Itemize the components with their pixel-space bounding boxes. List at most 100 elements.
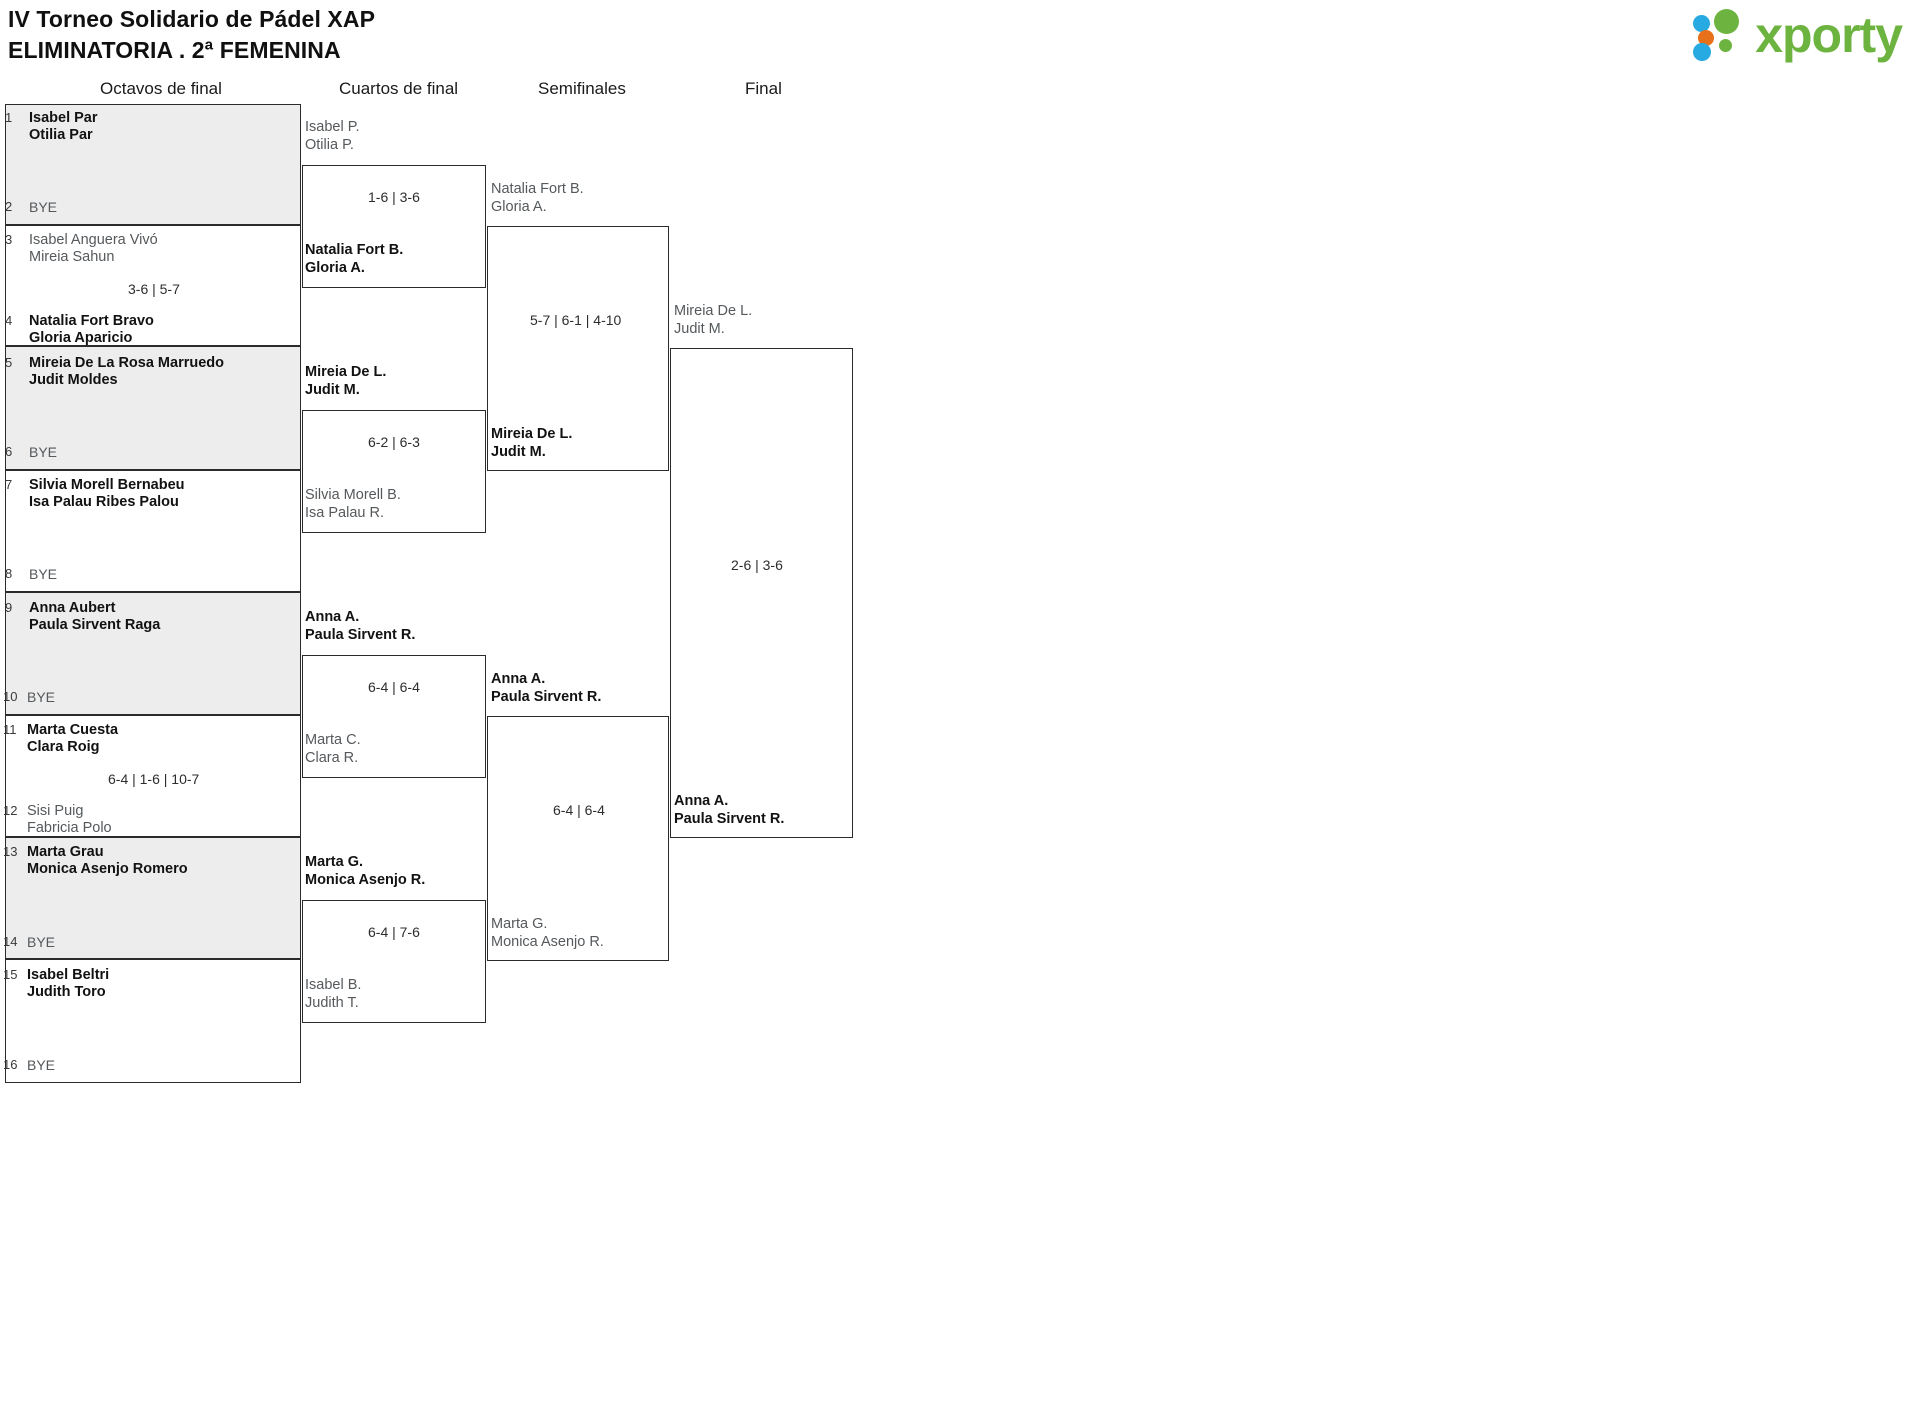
player-name: Isabel Par — [29, 110, 98, 126]
qf1-top-team[interactable]: Isabel P. Otilia P. — [305, 119, 360, 154]
team-names: Natalia Fort Bravo Gloria Aparicio — [29, 313, 154, 347]
player-name: Isabel B. — [305, 977, 362, 993]
player-name: Isabel Beltri — [27, 967, 110, 983]
r1-match-box-1[interactable] — [5, 104, 301, 225]
round-heading-sf: Semifinales — [538, 79, 626, 98]
player-name: Paula Sirvent R. — [674, 810, 785, 827]
team-names: BYE — [27, 934, 55, 951]
r1-entry-1[interactable]: 1 Isabel Par Otilia Par — [5, 110, 98, 144]
r1-entry-9[interactable]: 9 Anna Aubert Paula Sirvent Raga — [5, 600, 160, 634]
r1-entry-8[interactable]: 8 BYE — [5, 566, 57, 583]
player-name: Anna Aubert — [29, 600, 116, 616]
r1-match-box-5[interactable] — [5, 592, 301, 715]
player-name: Judit M. — [674, 320, 725, 337]
qf3-top-team[interactable]: Anna A. Paula Sirvent R. — [305, 609, 415, 644]
final-match-box[interactable] — [670, 348, 853, 838]
team-names: BYE — [29, 199, 57, 216]
qf-match-box-4[interactable] — [302, 900, 486, 1023]
player-name: Marta G. — [491, 916, 548, 932]
sf2-top-team[interactable]: Anna A. Paula Sirvent R. — [491, 671, 601, 706]
seed-number: 16 — [3, 1057, 18, 1072]
team-names: BYE — [27, 689, 55, 706]
r1-match-box-7[interactable] — [5, 837, 301, 959]
r1-entry-7[interactable]: 7 Silvia Morell Bernabeu Isa Palau Ribes… — [5, 477, 185, 511]
bye-label: BYE — [27, 1057, 56, 1073]
qf4-top-team[interactable]: Marta G. Monica Asenjo R. — [305, 854, 425, 889]
player-name: Anna A. — [674, 793, 729, 809]
player-name: Sisi Puig — [27, 803, 84, 819]
seed-number: 12 — [3, 803, 18, 818]
player-name: Judit M. — [491, 443, 546, 460]
player-name: Silvia Morell B. — [305, 487, 401, 503]
r1-match-box-2[interactable] — [5, 225, 301, 346]
player-name: Otilia P. — [305, 136, 354, 153]
qf1-bottom-team[interactable]: Natalia Fort B. Gloria A. — [305, 242, 403, 277]
r1-entry-11[interactable]: 11 Marta Cuesta Clara Roig — [3, 722, 118, 756]
player-name: Clara Roig — [27, 739, 100, 755]
r1-entry-3[interactable]: 3 Isabel Anguera Vivó Mireia Sahun — [5, 232, 158, 266]
player-name: Judit Moldes — [29, 372, 118, 388]
bye-label: BYE — [29, 566, 58, 582]
qf4-score: 6-4 | 7-6 — [368, 924, 420, 940]
r1-entry-16[interactable]: 16 BYE — [3, 1057, 55, 1074]
final-bottom-team champion[interactable]: Anna A. Paula Sirvent R. — [674, 793, 784, 828]
seed-number: 14 — [3, 934, 18, 949]
qf-match-box-1[interactable] — [302, 165, 486, 288]
player-name: Silvia Morell Bernabeu — [29, 477, 185, 493]
r1-match-box-6[interactable] — [5, 715, 301, 837]
qf2-top-team[interactable]: Mireia De L. Judit M. — [305, 364, 386, 399]
sf1-bottom-team[interactable]: Mireia De L. Judit M. — [491, 426, 572, 461]
sf-match-box-1[interactable] — [487, 226, 669, 471]
qf-match-box-3[interactable] — [302, 655, 486, 778]
qf2-bottom-team[interactable]: Silvia Morell B. Isa Palau R. — [305, 487, 401, 522]
r1-match-box-3[interactable] — [5, 346, 301, 470]
player-name: Monica Asenjo R. — [491, 933, 604, 950]
player-name: Mireia Sahun — [29, 249, 115, 265]
r1-entry-10[interactable]: 10 BYE — [3, 689, 55, 706]
seed-number: 2 — [5, 199, 13, 214]
r1-entry-6[interactable]: 6 BYE — [5, 444, 57, 461]
seed-number: 4 — [5, 313, 13, 328]
team-names: Sisi Puig Fabricia Polo — [27, 803, 112, 837]
r1-entry-5[interactable]: 5 Mireia De La Rosa Marruedo Judit Molde… — [5, 355, 224, 389]
qf4-bottom-team[interactable]: Isabel B. Judith T. — [305, 977, 361, 1012]
sf-match-box-2[interactable] — [487, 716, 669, 961]
player-name: Fabricia Polo — [27, 820, 112, 836]
team-names: Isabel Par Otilia Par — [29, 110, 98, 144]
sf1-top-team[interactable]: Natalia Fort B. Gloria A. — [491, 181, 584, 216]
r1-match-box-8[interactable] — [5, 959, 301, 1083]
sf2-bottom-team[interactable]: Marta G. Monica Asenjo R. — [491, 916, 604, 951]
r1-entry-15[interactable]: 15 Isabel Beltri Judith Toro — [3, 967, 109, 1001]
team-names: Marta Cuesta Clara Roig — [27, 722, 118, 756]
player-name: Mireia De L. — [674, 303, 753, 319]
r1-entry-14[interactable]: 14 BYE — [3, 934, 55, 951]
qf3-bottom-team[interactable]: Marta C. Clara R. — [305, 732, 361, 767]
team-names: Mireia De La Rosa Marruedo Judit Moldes — [29, 355, 224, 389]
logo-wordmark: xporty — [1755, 7, 1903, 63]
xporty-logo: xporty — [1693, 6, 1903, 64]
player-name: Natalia Fort Bravo — [29, 313, 154, 329]
player-name: Paula Sirvent R. — [491, 688, 602, 705]
round-heading-r16: Octavos de final — [100, 79, 222, 98]
seed-number: 8 — [5, 566, 13, 581]
player-name: Gloria Aparicio — [29, 330, 133, 346]
team-names: BYE — [29, 566, 57, 583]
r1-entry-12[interactable]: 12 Sisi Puig Fabricia Polo — [3, 803, 112, 837]
r1-entry-4[interactable]: 4 Natalia Fort Bravo Gloria Aparicio — [5, 313, 154, 347]
player-name: Paula Sirvent Raga — [29, 617, 161, 633]
team-names: Isabel Anguera Vivó Mireia Sahun — [29, 232, 158, 266]
qf-match-box-2[interactable] — [302, 410, 486, 533]
final-top-team[interactable]: Mireia De L. Judit M. — [674, 303, 752, 338]
page-title: IV Torneo Solidario de Pádel XAP ELIMINA… — [8, 4, 375, 66]
team-names: Silvia Morell Bernabeu Isa Palau Ribes P… — [29, 477, 185, 511]
player-name: Gloria A. — [305, 259, 365, 276]
tournament-category: ELIMINATORIA . 2ª FEMENINA — [8, 37, 341, 63]
player-name: Otilia Par — [29, 127, 93, 143]
r1-match-box-4[interactable] — [5, 470, 301, 592]
final-score: 2-6 | 3-6 — [731, 557, 783, 573]
qf1-score: 1-6 | 3-6 — [368, 189, 420, 205]
r1-entry-2[interactable]: 2 BYE — [5, 199, 57, 216]
r1-entry-13[interactable]: 13 Marta Grau Monica Asenjo Romero — [3, 844, 188, 878]
round-heading-f: Final — [745, 79, 782, 98]
